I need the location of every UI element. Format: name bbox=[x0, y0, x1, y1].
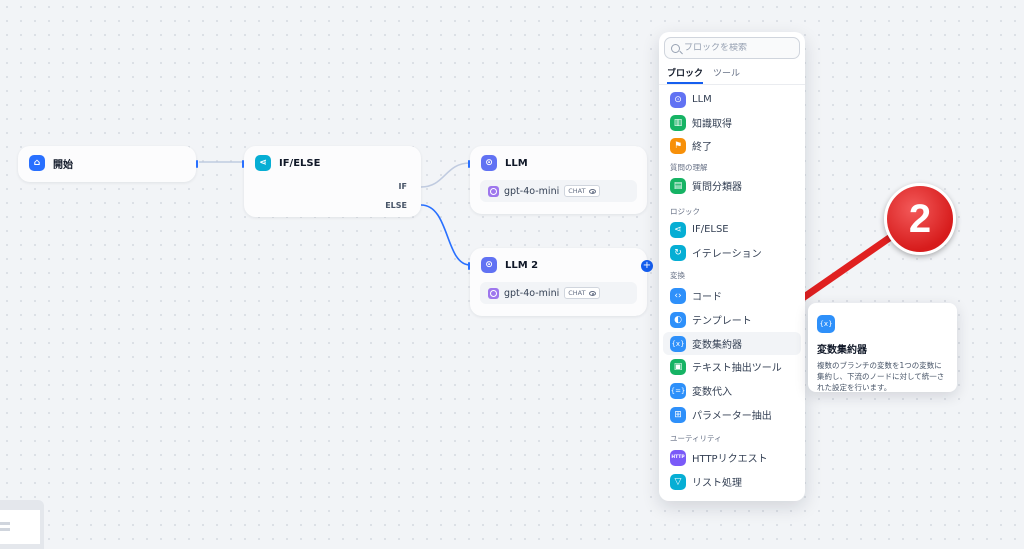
node-llm2-label: LLM 2 bbox=[505, 259, 539, 271]
llm2-in-handle[interactable] bbox=[468, 262, 470, 270]
tooltip-title: 変数集約器 bbox=[817, 345, 867, 356]
chat-badge: CHAT bbox=[564, 185, 600, 197]
node-ifelse-label: IF/ELSE bbox=[279, 157, 321, 169]
block-item-parameter-extractor[interactable]: ⊞ パラメーター抽出 bbox=[663, 403, 801, 426]
home-icon: ⌂ bbox=[29, 155, 45, 171]
block-item-knowledge[interactable]: ▥ 知識取得 bbox=[663, 111, 801, 134]
block-item-label: リスト処理 bbox=[692, 478, 742, 489]
branch-icon: ⋖ bbox=[255, 155, 271, 171]
branch-if-label: IF bbox=[398, 182, 407, 191]
picker-tabs: ブロック ツール bbox=[659, 59, 805, 85]
block-item-label: HTTPリクエスト bbox=[692, 454, 768, 465]
group-label-logic: ロジック bbox=[670, 207, 700, 216]
template-icon: ◐ bbox=[670, 311, 686, 328]
block-item-llm[interactable]: ⊙ LLM bbox=[663, 88, 801, 111]
book-icon: ▥ bbox=[670, 114, 686, 131]
block-search-input[interactable] bbox=[684, 43, 794, 53]
block-item-label: LLM bbox=[692, 94, 712, 105]
node-start-label: 開始 bbox=[53, 159, 73, 171]
block-item-ifelse[interactable]: ⋖ IF/ELSE bbox=[663, 218, 801, 241]
eye-icon bbox=[588, 188, 596, 194]
group-label-utility: ユーティリティ bbox=[670, 434, 722, 443]
assign-icon: {=} bbox=[670, 382, 686, 399]
brain-icon: ⊙ bbox=[481, 155, 497, 171]
edge-if-llm1 bbox=[420, 162, 471, 188]
group-label-understanding: 質問の理解 bbox=[670, 163, 708, 172]
eye-icon bbox=[588, 290, 596, 296]
openai-icon bbox=[488, 287, 499, 299]
minimap[interactable] bbox=[0, 500, 44, 549]
block-item-label: テンプレート bbox=[692, 316, 752, 327]
group-label-transform: 変換 bbox=[670, 271, 685, 280]
block-item-label: 終了 bbox=[692, 142, 712, 153]
classifier-icon: ▤ bbox=[670, 177, 686, 194]
block-picker-panel: ブロック ツール ⊙ LLM ▥ 知識取得 ⚑ 終了 質問の理解 ▤ 質問分類器… bbox=[659, 32, 805, 501]
annotation-number-badge: 2 bbox=[884, 183, 956, 255]
block-item-label: テキスト抽出ツール bbox=[692, 363, 782, 374]
loop-icon: ↻ bbox=[670, 244, 686, 261]
tab-blocks[interactable]: ブロック bbox=[667, 66, 704, 84]
block-item-label: IF/ELSE bbox=[692, 224, 729, 235]
block-tooltip: {x} 変数集約器 複数のブランチの変数を1つの変数に集約し、下流のノードに対し… bbox=[808, 303, 957, 392]
block-item-label: コード bbox=[692, 292, 722, 303]
block-item-label: イテレーション bbox=[692, 249, 762, 260]
chat-badge: CHAT bbox=[564, 287, 600, 299]
branch-icon: ⋖ bbox=[670, 221, 686, 238]
variable-icon: {x} bbox=[670, 335, 686, 352]
code-icon: ‹› bbox=[670, 287, 686, 304]
node-llm-2[interactable]: ⊙ LLM 2 gpt-4o-mini CHAT + bbox=[468, 248, 653, 316]
model-selector[interactable]: gpt-4o-mini CHAT bbox=[480, 180, 637, 202]
minimap-viewport bbox=[0, 510, 40, 544]
node-llm-label: LLM bbox=[505, 157, 528, 169]
block-item-label: 変数集約器 bbox=[692, 340, 742, 351]
openai-icon bbox=[488, 185, 499, 197]
node-ifelse[interactable]: ⋖ IF/ELSE IF ELSE bbox=[242, 146, 421, 217]
param-icon: ⊞ bbox=[670, 406, 686, 423]
tooltip-description: 複数のブランチの変数を1つの変数に集約し、下流のノードに対して統一された設定を行… bbox=[817, 361, 945, 392]
model-name: gpt-4o-mini bbox=[504, 185, 560, 197]
brain-icon: ⊙ bbox=[481, 257, 497, 273]
block-item-variable-assign[interactable]: {=} 変数代入 bbox=[663, 379, 801, 402]
block-item-classifier[interactable]: ▤ 質問分類器 bbox=[663, 174, 801, 197]
node-llm[interactable]: ⊙ LLM gpt-4o-mini CHAT bbox=[468, 146, 647, 214]
block-item-template[interactable]: ◐ テンプレート bbox=[663, 308, 801, 331]
llm-in-handle[interactable] bbox=[468, 160, 470, 168]
block-item-label: 知識取得 bbox=[692, 119, 732, 130]
tab-tools[interactable]: ツール bbox=[713, 69, 741, 79]
edge-else-llm2 bbox=[420, 204, 471, 266]
block-item-list-operator[interactable]: ▽ リスト処理 bbox=[663, 470, 801, 493]
block-search[interactable] bbox=[664, 37, 800, 59]
block-item-http[interactable]: HTTP HTTPリクエスト bbox=[663, 446, 801, 469]
block-item-label: パラメーター抽出 bbox=[692, 411, 772, 422]
model-selector[interactable]: gpt-4o-mini CHAT bbox=[480, 282, 637, 304]
http-icon: HTTP bbox=[670, 449, 686, 466]
block-item-label: 変数代入 bbox=[692, 387, 732, 398]
add-node-icon[interactable]: + bbox=[641, 260, 653, 272]
block-item-code[interactable]: ‹› コード bbox=[663, 284, 801, 307]
flag-icon: ⚑ bbox=[670, 137, 686, 154]
node-start[interactable]: ⌂ 開始 bbox=[18, 146, 198, 182]
branch-else-label: ELSE bbox=[385, 201, 407, 210]
ifelse-in-handle[interactable] bbox=[242, 160, 244, 168]
filter-icon: ▽ bbox=[670, 473, 686, 490]
block-item-variable-aggregator[interactable]: {x} 変数集約器 bbox=[663, 332, 801, 355]
block-item-text-extractor[interactable]: ▣ テキスト抽出ツール bbox=[663, 355, 801, 378]
model-name: gpt-4o-mini bbox=[504, 287, 560, 299]
start-out-handle[interactable] bbox=[196, 160, 198, 168]
variable-icon: {x} bbox=[817, 315, 835, 333]
block-item-label: 質問分類器 bbox=[692, 182, 742, 193]
document-icon: ▣ bbox=[670, 358, 686, 375]
block-item-end[interactable]: ⚑ 終了 bbox=[663, 134, 801, 157]
brain-icon: ⊙ bbox=[670, 91, 686, 108]
search-icon bbox=[671, 43, 680, 53]
block-item-iteration[interactable]: ↻ イテレーション bbox=[663, 241, 801, 264]
